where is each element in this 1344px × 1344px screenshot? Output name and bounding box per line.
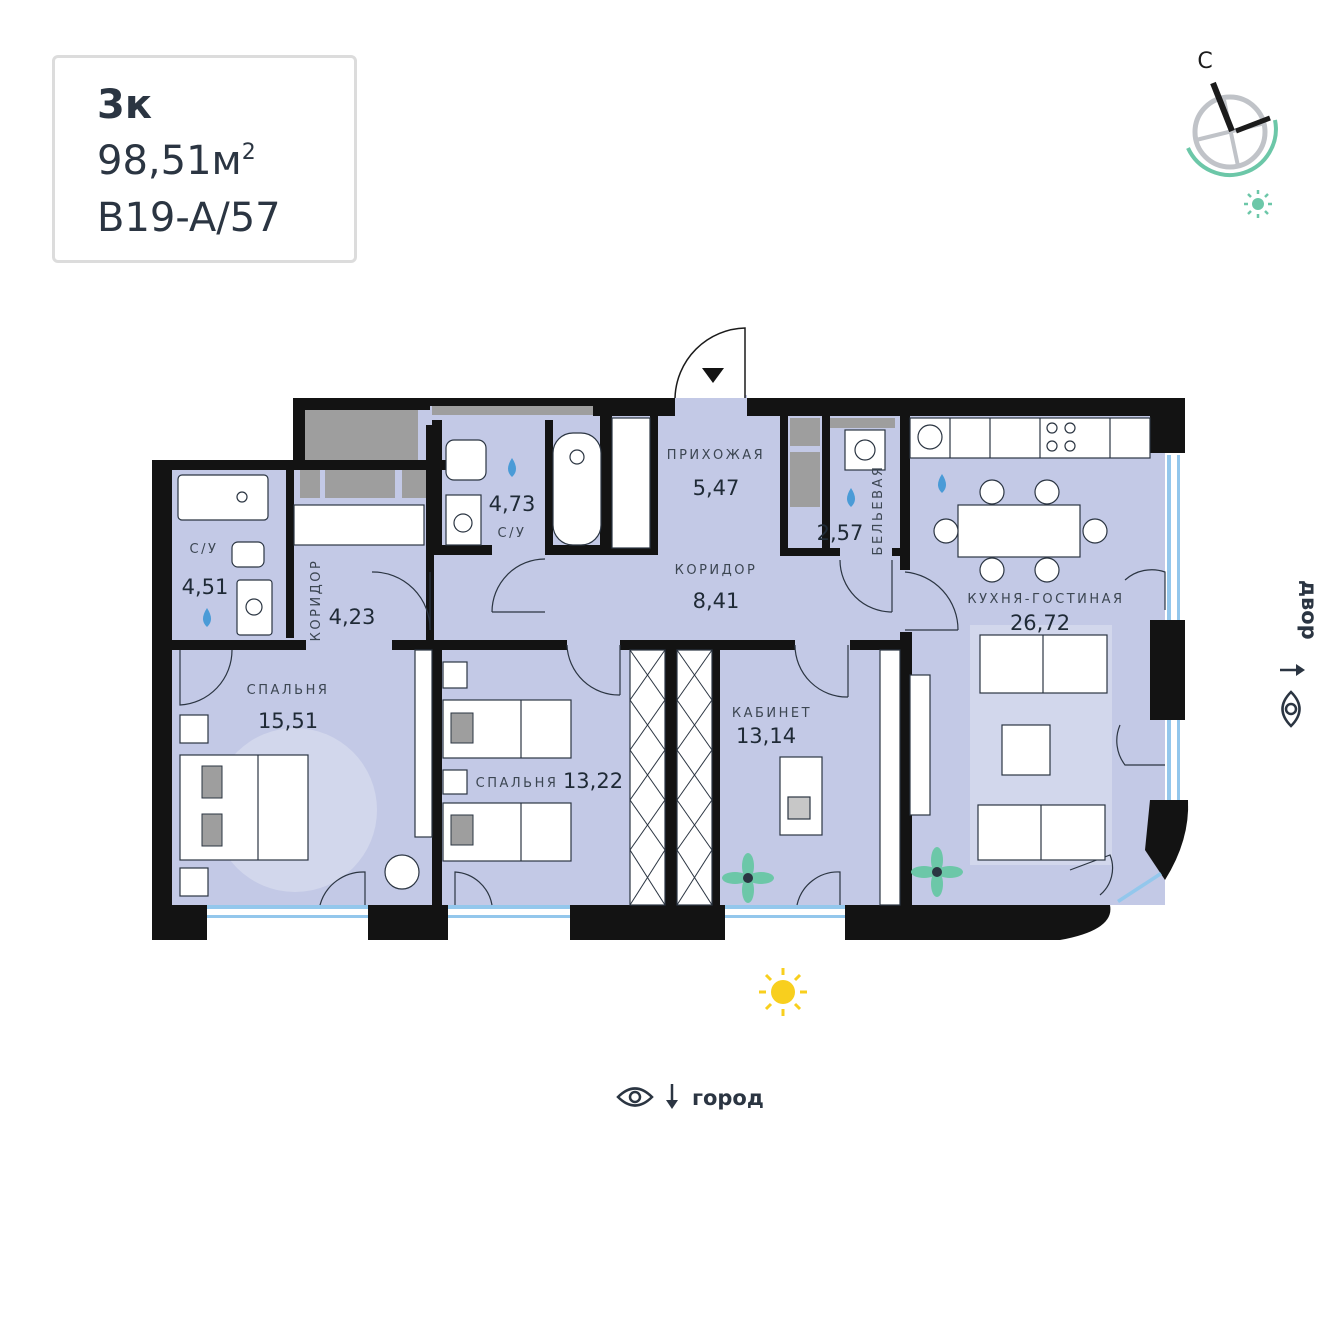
double-bed-icon xyxy=(179,754,309,861)
room-area-bed2: 13,22 xyxy=(563,769,623,793)
view-south-label: город xyxy=(692,1086,764,1110)
nightstand-icon xyxy=(179,867,209,897)
water-drop-icon xyxy=(938,474,946,493)
room-area-kitchen: 26,72 xyxy=(1010,611,1070,635)
wardrobe-icon xyxy=(629,649,666,906)
water-drops xyxy=(203,458,946,627)
compass-north-label: С xyxy=(1197,49,1212,74)
apartment-info-card: 3к 98,51м2 B19-A/57 xyxy=(52,55,357,263)
wardrobe-icon xyxy=(879,649,901,906)
compass-needle xyxy=(1210,81,1235,133)
room-area-office: 13,14 xyxy=(736,724,796,748)
room-name-kitchen: КУХНЯ-ГОСТИНАЯ xyxy=(967,592,1124,607)
room-name-laundry: БЕЛЬЕВАЯ xyxy=(871,465,886,556)
round-table-icon xyxy=(384,854,420,890)
room-area-bath2: 4,73 xyxy=(489,492,536,516)
view-south: город xyxy=(616,1084,764,1110)
water-drop-icon xyxy=(508,458,516,477)
dining-table-icon xyxy=(957,504,1081,558)
utility-shafts xyxy=(300,403,895,507)
room-name-corr1: КОРИДОР xyxy=(309,559,324,642)
entrance-door[interactable] xyxy=(674,327,746,399)
windows xyxy=(207,455,1180,918)
radiator-icon xyxy=(293,504,425,546)
room-name-bed2: СПАЛЬНЯ xyxy=(476,776,559,791)
room-name-bed1: СПАЛЬНЯ xyxy=(247,683,330,698)
room-area-laundry: 2,57 xyxy=(817,521,864,545)
view-east-label: двор xyxy=(1297,580,1321,640)
apartment-code: B19-A/57 xyxy=(97,195,281,241)
walls xyxy=(152,398,1189,940)
room-labels: С/У 4,51 КОРИДОР 4,23 4,73 С/У ПРИХОЖАЯ … xyxy=(182,448,1124,793)
water-drop-icon xyxy=(203,608,211,627)
compass-sun-icon xyxy=(1244,190,1272,218)
room-area-bed1: 15,51 xyxy=(258,709,318,733)
wardrobe-icon xyxy=(676,649,713,906)
bathtub-icon xyxy=(177,474,269,521)
desk-icon xyxy=(779,756,823,836)
tv-unit-icon xyxy=(909,674,931,816)
room-name-bath2: С/У xyxy=(498,526,527,541)
apartment-area: 98,51м2 xyxy=(97,138,256,184)
plant-icon xyxy=(722,853,774,903)
room-area-hall: 5,47 xyxy=(693,476,740,500)
nightstand-icon xyxy=(179,714,209,744)
room-area-corr2: 8,41 xyxy=(693,589,740,613)
arrow-down-icon xyxy=(1280,664,1305,676)
eye-icon xyxy=(616,1087,654,1107)
plants xyxy=(722,847,963,903)
room-name-hall: ПРИХОЖАЯ xyxy=(667,448,765,463)
compass: С xyxy=(1186,49,1278,218)
water-drop-icon xyxy=(847,488,855,507)
wardrobe-crosses xyxy=(629,649,713,906)
bathtub-icon xyxy=(552,432,602,546)
room-name-bath1: С/У xyxy=(190,542,219,557)
wardrobe-icon xyxy=(414,649,433,838)
room-area-bath1: 4,51 xyxy=(182,575,229,599)
arrow-down-icon xyxy=(666,1084,678,1109)
compass-ring xyxy=(1192,94,1268,170)
radiator-icon xyxy=(611,417,651,549)
toilet-icon xyxy=(231,541,265,568)
entrance-arrow-icon xyxy=(702,368,724,383)
room-area-corr1: 4,23 xyxy=(329,605,376,629)
plant-icon xyxy=(911,847,963,897)
kitchen-counter-icon xyxy=(909,417,1151,459)
eye-icon xyxy=(1281,690,1301,728)
toilet-icon xyxy=(445,439,487,481)
view-east: двор xyxy=(1280,580,1321,728)
room-name-office: КАБИНЕТ xyxy=(732,706,812,721)
pillows xyxy=(201,712,474,847)
compass-sun-arc xyxy=(1186,119,1278,177)
room-name-corr2: КОРИДОР xyxy=(675,563,758,578)
door-swings xyxy=(179,558,1166,906)
apartment-type: 3к xyxy=(97,82,152,128)
sun-icon xyxy=(759,968,807,1016)
coffee-table-icon xyxy=(1001,724,1051,776)
